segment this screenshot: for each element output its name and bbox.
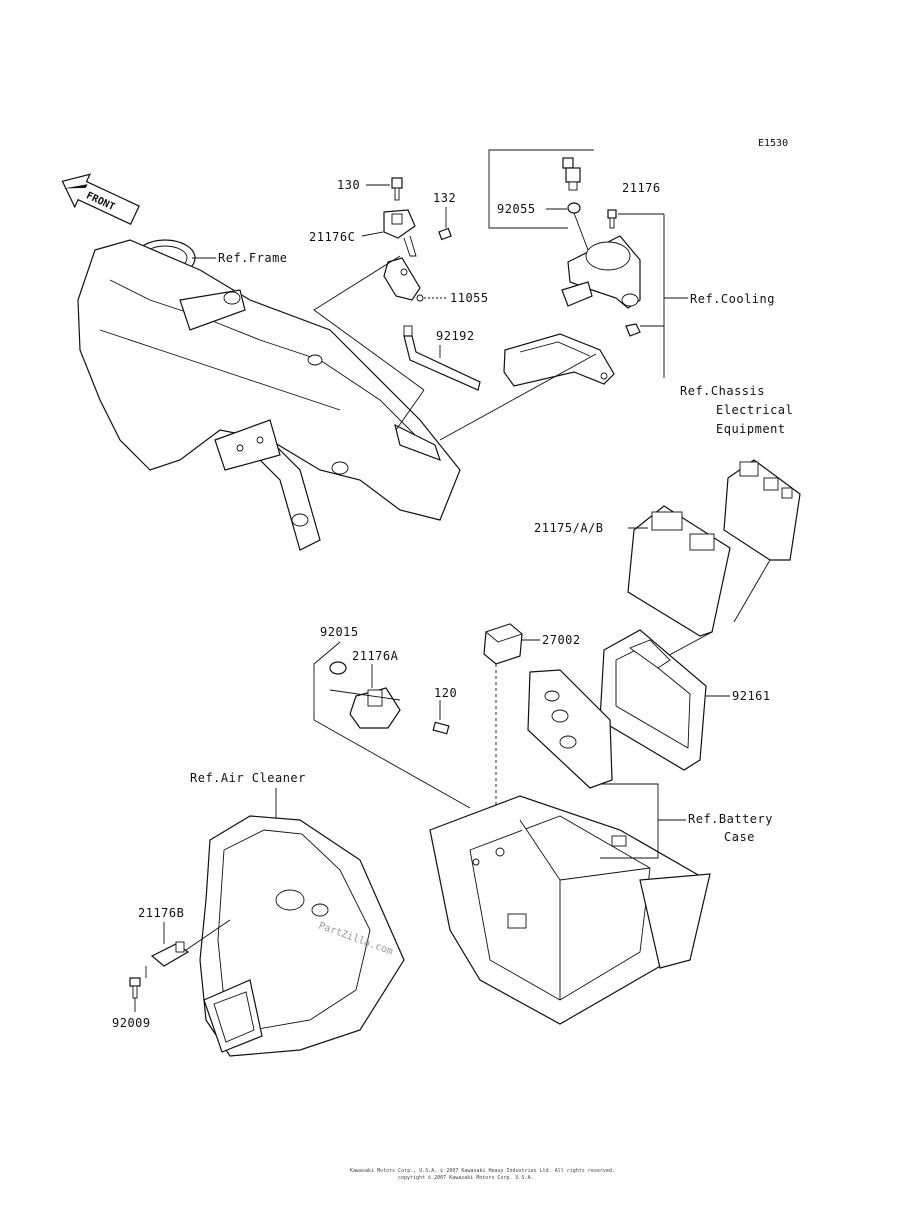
label-21176a: 21176A <box>352 649 399 663</box>
screw-132-icon <box>438 227 452 241</box>
relay-27002-icon <box>483 623 523 665</box>
grommet-92015-icon <box>329 661 347 675</box>
label-132: 132 <box>433 191 456 205</box>
ref-cooling-label: Ref.Cooling <box>690 292 775 306</box>
battery-case-icon <box>429 795 711 1025</box>
label-92055: 92055 <box>497 202 536 216</box>
screw-92009-icon <box>129 977 141 999</box>
bolt-21176-icon <box>607 209 617 229</box>
ref-chassis-line2: Electrical <box>716 403 793 417</box>
tray-92161-icon <box>599 629 707 771</box>
thermostat-housing-icon <box>561 235 641 309</box>
label-130: 130 <box>337 178 360 192</box>
screw-120-icon <box>432 721 450 735</box>
label-92015: 92015 <box>320 625 359 639</box>
bracket-11055-icon <box>383 257 424 302</box>
sensor-21176c-icon <box>383 209 417 257</box>
sensor-21176b-icon <box>150 941 190 967</box>
ref-battery-line1: Ref.Battery <box>688 812 773 826</box>
label-21176: 21176 <box>622 181 661 195</box>
label-21176b: 21176B <box>138 906 184 920</box>
bolt-130-icon <box>391 177 403 201</box>
label-92192: 92192 <box>436 329 475 343</box>
footer-line-1: Kawasaki Motors Corp., U.S.A. © 2007 Kaw… <box>350 1168 615 1174</box>
air-cleaner-housing-icon <box>199 815 405 1057</box>
front-arrow-icon: FRONT <box>61 173 140 225</box>
ref-chassis-line1: Ref.Chassis <box>680 384 765 398</box>
ref-frame-label: Ref.Frame <box>218 251 288 265</box>
temp-sensor-icon <box>562 157 581 191</box>
label-92009: 92009 <box>112 1016 151 1030</box>
relay-bracket-icon <box>527 669 613 789</box>
hose-92192-icon <box>403 325 481 391</box>
ref-battery-line2: Case <box>724 830 755 844</box>
label-21176c: 21176C <box>309 230 355 244</box>
ecu-21175-icon <box>627 505 731 637</box>
label-92161: 92161 <box>732 689 771 703</box>
nut-icon <box>625 323 641 337</box>
ref-chassis-line3: Equipment <box>716 422 786 436</box>
label-11055: 11055 <box>450 291 489 305</box>
label-120: 120 <box>434 686 457 700</box>
footer-line-2: copyright © 2007 Kawasaki Motors Corp. U… <box>398 1175 533 1181</box>
label-21175ab: 21175/A/B <box>534 521 604 535</box>
frame-drawing <box>77 239 461 551</box>
chassis-unit-icon <box>723 459 801 561</box>
ref-air-cleaner-label: Ref.Air Cleaner <box>190 771 306 785</box>
mounting-bracket-icon <box>503 333 615 387</box>
label-27002: 27002 <box>542 633 581 647</box>
figure-code: E1530 <box>758 138 788 149</box>
o-ring-92055-icon <box>567 202 581 214</box>
